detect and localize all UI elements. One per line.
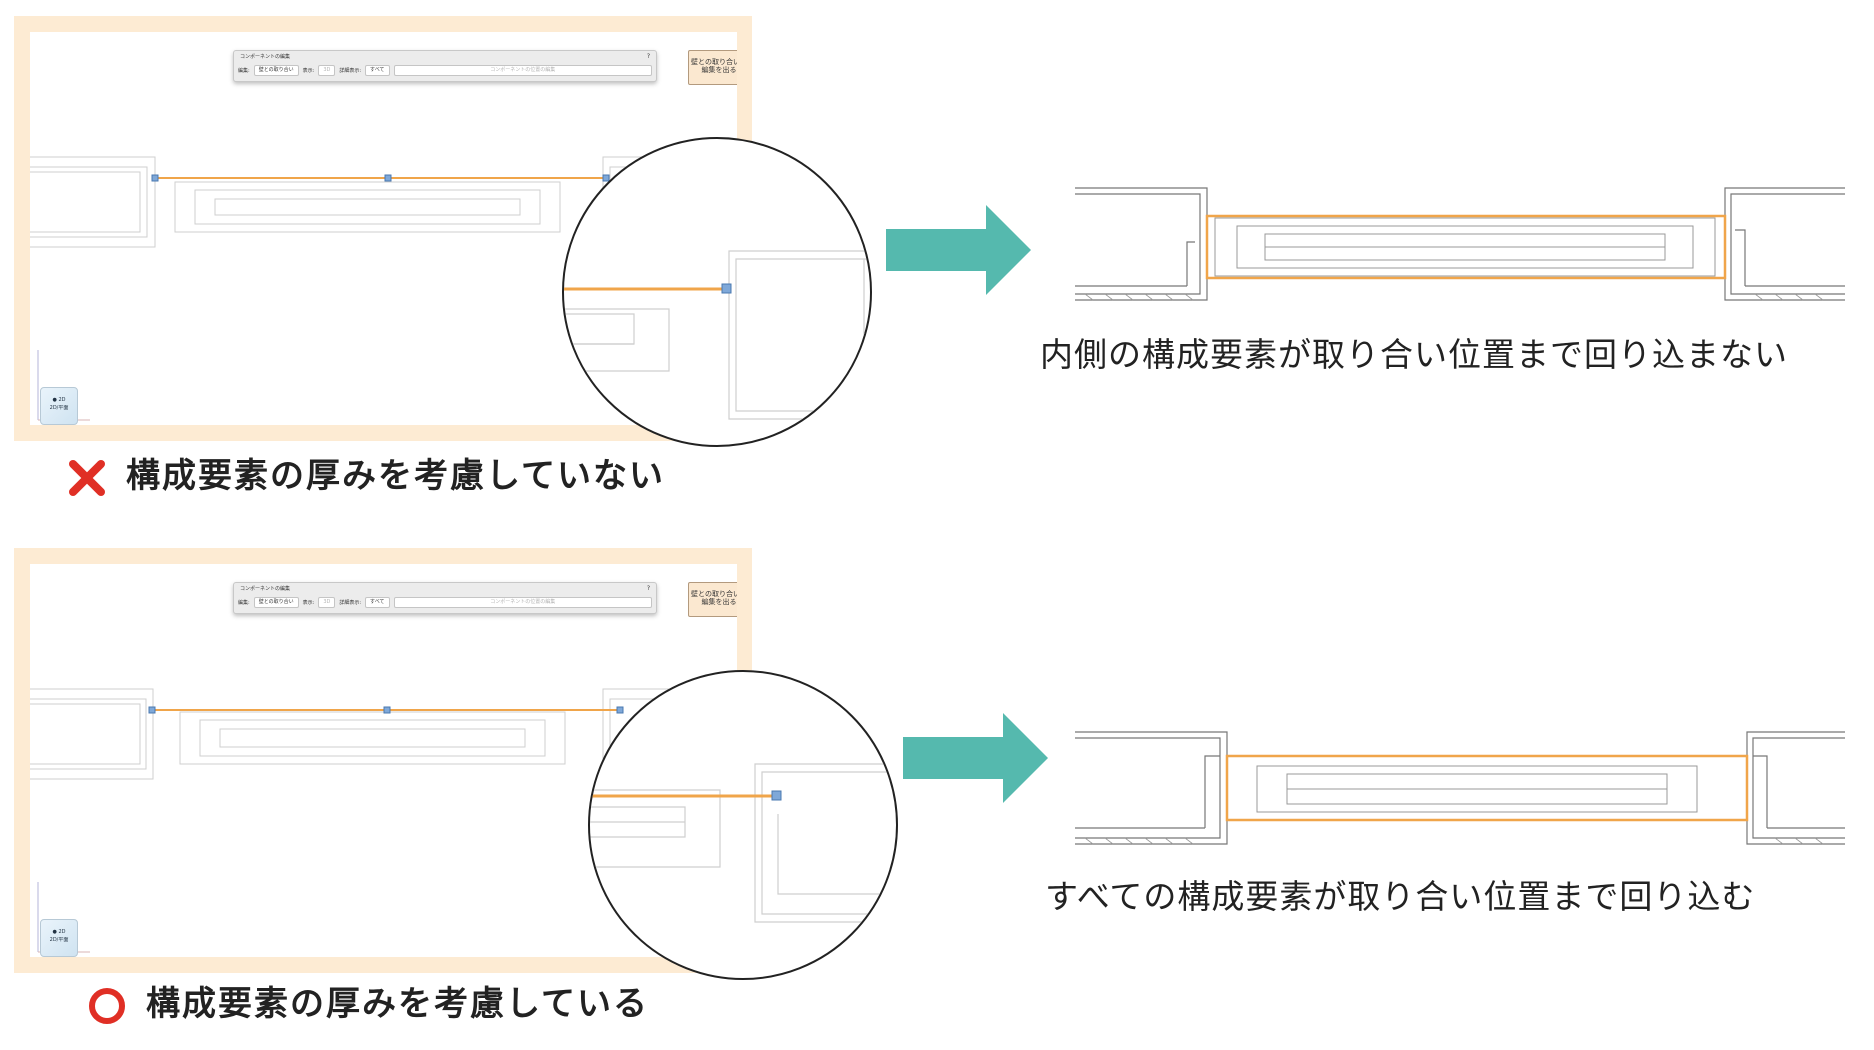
exit-edit-button[interactable]: 壁との取り合いの 編集を出る — [688, 50, 737, 85]
zoom-handle — [721, 283, 732, 294]
result-section-drawing — [1075, 731, 1845, 845]
exit-button-line2: 編集を出る — [701, 66, 737, 74]
exit-button-line2: 編集を出る — [701, 598, 737, 606]
zoom-magnifier — [562, 137, 872, 447]
detail-select[interactable]: すべて — [365, 596, 390, 608]
detail-label: 詳細表示: — [339, 599, 362, 606]
detail-select[interactable]: すべて — [365, 64, 390, 76]
handle-middle[interactable] — [383, 706, 391, 714]
circle-mark-icon — [89, 987, 125, 1024]
position-edit-button[interactable]: コンポーネントの位置の編集 — [393, 596, 652, 608]
component-edit-toolbar: コンポーネントの編集 ? 編集: 壁との取り合い 表示: 3D 詳細表示: すべ… — [233, 50, 657, 82]
zoom-handle — [771, 790, 782, 801]
view-label: 表示: — [302, 599, 315, 606]
view-cube-icon[interactable]: ● 2D 2D/平面 — [40, 919, 78, 957]
exit-button-line1: 壁との取り合いの — [691, 590, 737, 598]
correct-example: コンポーネントの編集 ? 編集: 壁との取り合い 表示: 3D 詳細表示: すべ… — [0, 530, 1874, 1050]
toolbar-title: コンポーネントの編集 — [240, 54, 291, 60]
result-caption: 内側の構成要素が取り合い位置まで回り込まない — [1040, 335, 1788, 374]
example-label: 構成要素の厚みを考慮していない — [66, 448, 665, 499]
edit-select[interactable]: 壁との取り合い — [253, 64, 299, 76]
label-text: 構成要素の厚みを考慮している — [146, 984, 649, 1024]
incorrect-example: コンポーネントの編集 ? 編集: 壁との取り合い 表示: 3D 詳細表示: すべ… — [0, 0, 1874, 520]
view-cube-line1: ● 2D — [52, 929, 66, 935]
position-edit-button[interactable]: コンポーネントの位置の編集 — [393, 64, 652, 76]
edit-label: 編集: — [238, 599, 250, 606]
label-text: 構成要素の厚みを考慮していない — [126, 456, 665, 496]
result-section-drawing — [1075, 187, 1845, 301]
view-cube-line2: 2D/平面 — [49, 405, 69, 411]
handle-right[interactable] — [616, 706, 624, 714]
view-cube-icon[interactable]: ● 2D 2D/平面 — [40, 387, 78, 425]
view-select[interactable]: 3D — [318, 596, 336, 608]
view-select[interactable]: 3D — [318, 64, 336, 76]
result-caption: すべての構成要素が取り合い位置まで回り込む — [1045, 877, 1756, 916]
right-arrow-icon — [886, 205, 1031, 295]
component-edit-toolbar: コンポーネントの編集 ? 編集: 壁との取り合い 表示: 3D 詳細表示: すべ… — [233, 582, 657, 614]
view-cube-line1: ● 2D — [52, 397, 66, 403]
handle-right[interactable] — [602, 174, 610, 182]
zoom-detail-drawing — [564, 250, 870, 420]
handle-middle[interactable] — [384, 174, 392, 182]
help-button[interactable]: ? — [646, 585, 650, 592]
edit-label: 編集: — [238, 67, 250, 74]
zoom-magnifier — [588, 670, 898, 980]
toolbar-title: コンポーネントの編集 — [240, 586, 291, 592]
right-arrow-icon — [903, 713, 1048, 803]
handle-left[interactable] — [151, 174, 159, 182]
handle-left[interactable] — [148, 706, 156, 714]
exit-edit-button[interactable]: 壁との取り合いの 編集を出る — [688, 582, 737, 617]
zoom-detail-drawing — [590, 763, 896, 923]
view-label: 表示: — [302, 67, 315, 74]
example-label: 構成要素の厚みを考慮している — [86, 976, 649, 1027]
edit-select[interactable]: 壁との取り合い — [253, 596, 299, 608]
exit-button-line1: 壁との取り合いの — [691, 58, 737, 66]
detail-label: 詳細表示: — [339, 67, 362, 74]
cross-mark-icon — [69, 459, 105, 496]
view-cube-line2: 2D/平面 — [49, 937, 69, 943]
help-button[interactable]: ? — [646, 53, 650, 60]
